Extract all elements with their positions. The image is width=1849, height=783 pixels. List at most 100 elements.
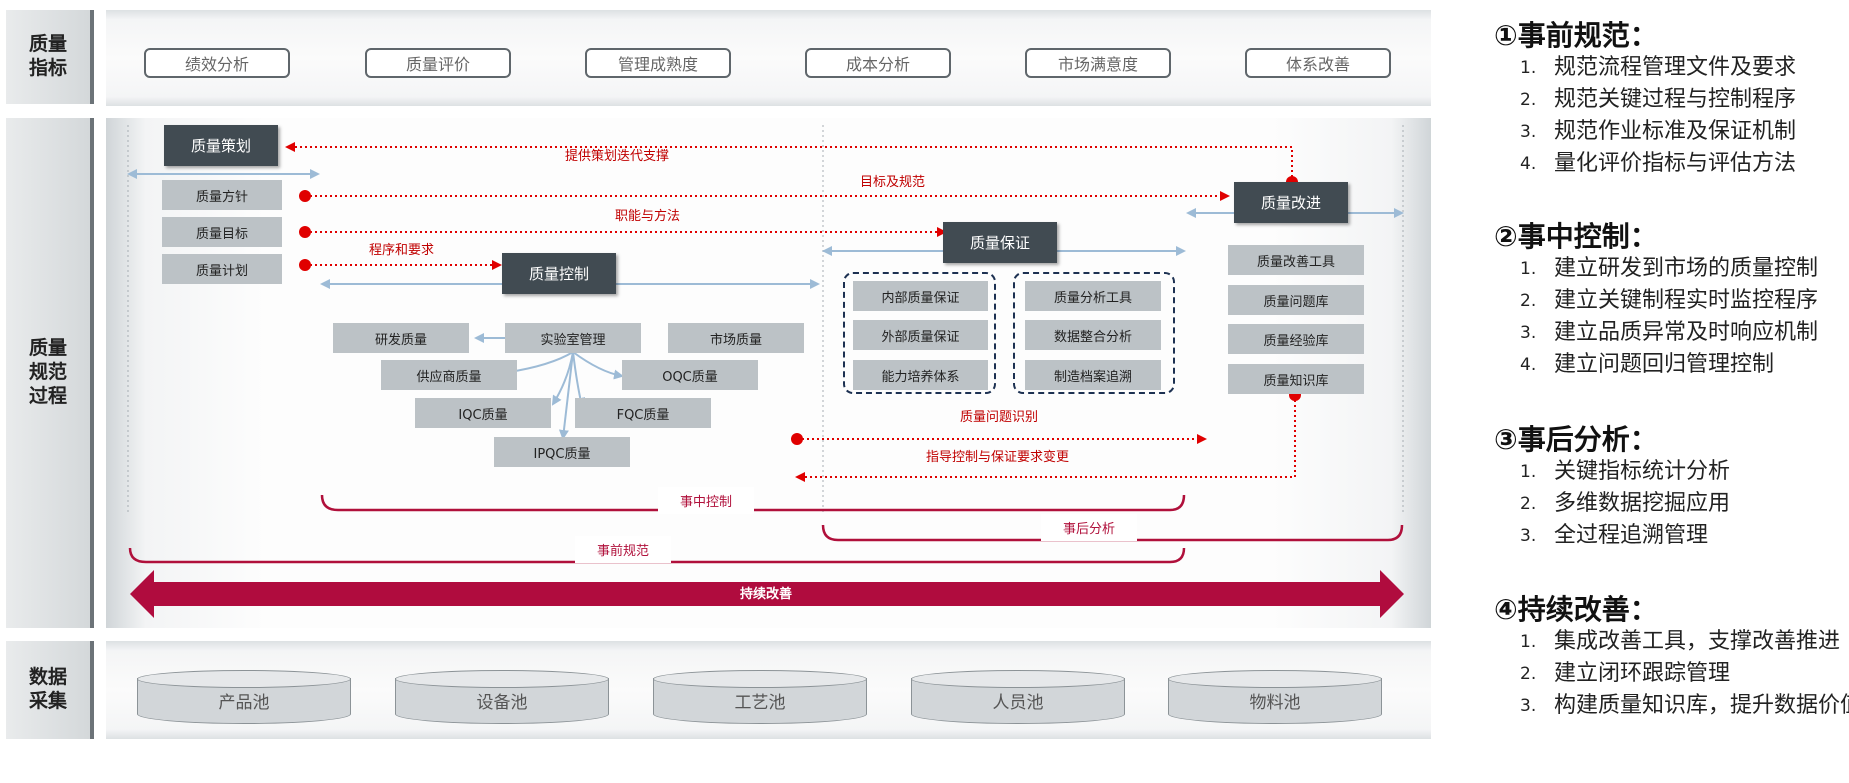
list-item: 1. 建立研发到市场的质量控制: [1520, 253, 1849, 285]
list-item: 3. 全过程追溯管理: [1520, 520, 1849, 552]
indicators-band: [106, 10, 1431, 106]
data-pool-top: [911, 670, 1125, 688]
section-list-during: 1. 建立研发到市场的质量控制 2. 建立关键制程实时监控程序 3. 建立品质异常及时…: [1520, 253, 1849, 381]
list-text: 建立品质异常及时响应机制: [1554, 320, 1819, 345]
list-item: 1. 集成改善工具，支撑改善推进: [1520, 626, 1849, 658]
section-list-after: 1. 关键指标统计分析 2. 多维数据挖掘应用 3. 全过程追溯管理: [1520, 456, 1849, 552]
quality-control-box: 质量控制: [502, 253, 616, 294]
data-pool-top: [137, 670, 351, 688]
arrow-label-iteration: 提供策划迭代支撑: [565, 149, 670, 164]
arrow-label-identify: 质量问题识别: [960, 410, 1039, 425]
list-number: 2.: [1520, 494, 1537, 514]
control-item: IQC质量: [415, 398, 551, 428]
section-title-during: ②事中控制：: [1494, 220, 1658, 253]
improvement-item: 质量知识库: [1228, 364, 1364, 394]
section-title-after: ③事后分析：: [1494, 423, 1658, 456]
assurance-item: 数据整合分析: [1025, 320, 1161, 350]
bracket-label-during: 事中控制: [658, 487, 755, 514]
list-number: 1.: [1520, 259, 1537, 279]
row-label-process-text: 质量规范过程: [28, 337, 67, 407]
indicator-pill: 绩效分析: [144, 48, 290, 78]
row-label-data: 数据采集: [6, 641, 94, 739]
list-text: 关键指标统计分析: [1554, 459, 1731, 484]
list-item: 3.构建质量知识库，提升数据价值: [1520, 690, 1849, 722]
bracket-label-after: 事后分析: [1041, 514, 1138, 541]
section-title-continuous: ④持续改善：: [1494, 593, 1658, 626]
indicator-pill: 质量评价: [365, 48, 511, 78]
control-item: 市场质量: [668, 323, 804, 353]
list-item: 2. 规范关键过程与控制程序: [1520, 84, 1849, 116]
list-text: 全过程追溯管理: [1554, 523, 1709, 548]
data-pool-cylinder: 工艺池: [653, 670, 867, 728]
list-text: 多维数据挖掘应用: [1554, 491, 1731, 516]
indicator-pill: 市场满意度: [1025, 48, 1171, 78]
list-item: 1. 规范流程管理文件及要求: [1520, 52, 1849, 84]
list-number: 3.: [1520, 323, 1537, 343]
list-text: 集成改善工具，支撑改善推进: [1554, 629, 1841, 654]
list-number: 2.: [1520, 291, 1537, 311]
data-pool-cylinder: 设备池: [395, 670, 609, 728]
control-item: FQC质量: [575, 398, 711, 428]
list-number: 3.: [1520, 526, 1537, 546]
improvement-item: 质量改善工具: [1228, 245, 1364, 275]
data-pool-cylinder: 产品池: [137, 670, 351, 728]
data-pool-top: [395, 670, 609, 688]
row-label-indicators: 质量指标: [6, 10, 94, 104]
data-pool-top: [1168, 670, 1382, 688]
improvement-item: 质量经验库: [1228, 324, 1364, 354]
list-text: 规范作业标准及保证机制: [1554, 119, 1797, 144]
list-number: 4.: [1520, 355, 1537, 375]
list-number: 3.: [1520, 122, 1537, 142]
list-item: 3. 规范作业标准及保证机制: [1520, 116, 1849, 148]
planning-item: 质量计划: [162, 254, 282, 284]
continuous-improvement-label: 持续改善: [740, 587, 793, 602]
process-band: [106, 118, 1431, 628]
list-number: 1.: [1520, 58, 1537, 78]
section-list-before: 1. 规范流程管理文件及要求 2. 规范关键过程与控制程序 3. 规范作业标准及保证机…: [1520, 52, 1849, 180]
list-item: 2. 多维数据挖掘应用: [1520, 488, 1849, 520]
list-text: 建立研发到市场的质量控制: [1554, 256, 1819, 281]
list-item: 4.建立问题回归管理控制: [1520, 349, 1849, 381]
arrow-label-function: 职能与方法: [615, 209, 681, 224]
planning-item: 质量目标: [162, 217, 282, 247]
quality-assurance-box: 质量保证: [943, 222, 1057, 263]
list-number: 2.: [1520, 90, 1537, 110]
control-item: 供应商质量: [381, 360, 517, 390]
row-label-process: 质量规范过程: [6, 118, 94, 628]
bracket-label-before: 事前规范: [575, 536, 672, 563]
indicator-pill: 体系改善: [1245, 48, 1391, 78]
data-pool-cylinder: 物料池: [1168, 670, 1382, 728]
assurance-item: 制造档案追溯: [1025, 360, 1161, 390]
row-label-indicators-text: 质量指标: [28, 33, 67, 79]
control-item: IPQC质量: [494, 437, 630, 467]
planning-item: 质量方针: [162, 180, 282, 210]
list-item: 3. 建立品质异常及时响应机制: [1520, 317, 1849, 349]
assurance-item: 能力培养体系: [853, 360, 988, 390]
section-title-before: ①事前规范：: [1494, 19, 1658, 52]
arrow-label-procedure: 程序和要求: [369, 243, 435, 258]
data-pool-cylinder: 人员池: [911, 670, 1125, 728]
indicator-pill: 管理成熟度: [585, 48, 731, 78]
list-text: 规范流程管理文件及要求: [1554, 55, 1797, 80]
list-item: 1. 关键指标统计分析: [1520, 456, 1849, 488]
improvement-item: 质量问题库: [1228, 285, 1364, 315]
list-text: 建立关键制程实时监控程序: [1554, 288, 1819, 313]
list-text: 规范关键过程与控制程序: [1554, 87, 1797, 112]
list-text: 建立闭环跟踪管理: [1554, 661, 1731, 686]
list-item: 2. 建立关键制程实时监控程序: [1520, 285, 1849, 317]
assurance-group-right: [1013, 272, 1175, 394]
assurance-item: 质量分析工具: [1025, 281, 1161, 311]
list-number: 4.: [1520, 154, 1537, 174]
data-pool-label: 产品池: [137, 678, 351, 724]
quality-planning-box: 质量策划: [164, 125, 278, 166]
control-item: 研发质量: [333, 323, 469, 353]
list-text: 构建质量知识库，提升数据价值: [1554, 693, 1849, 718]
indicator-pill: 成本分析: [805, 48, 951, 78]
assurance-group-left: [843, 272, 996, 394]
list-text: 量化评价指标与评估方法: [1554, 151, 1797, 176]
assurance-item: 内部质量保证: [853, 281, 988, 311]
list-number: 1.: [1520, 462, 1537, 482]
list-number: 1.: [1520, 632, 1537, 652]
assurance-item: 外部质量保证: [853, 320, 988, 350]
row-label-data-text: 数据采集: [28, 666, 67, 712]
